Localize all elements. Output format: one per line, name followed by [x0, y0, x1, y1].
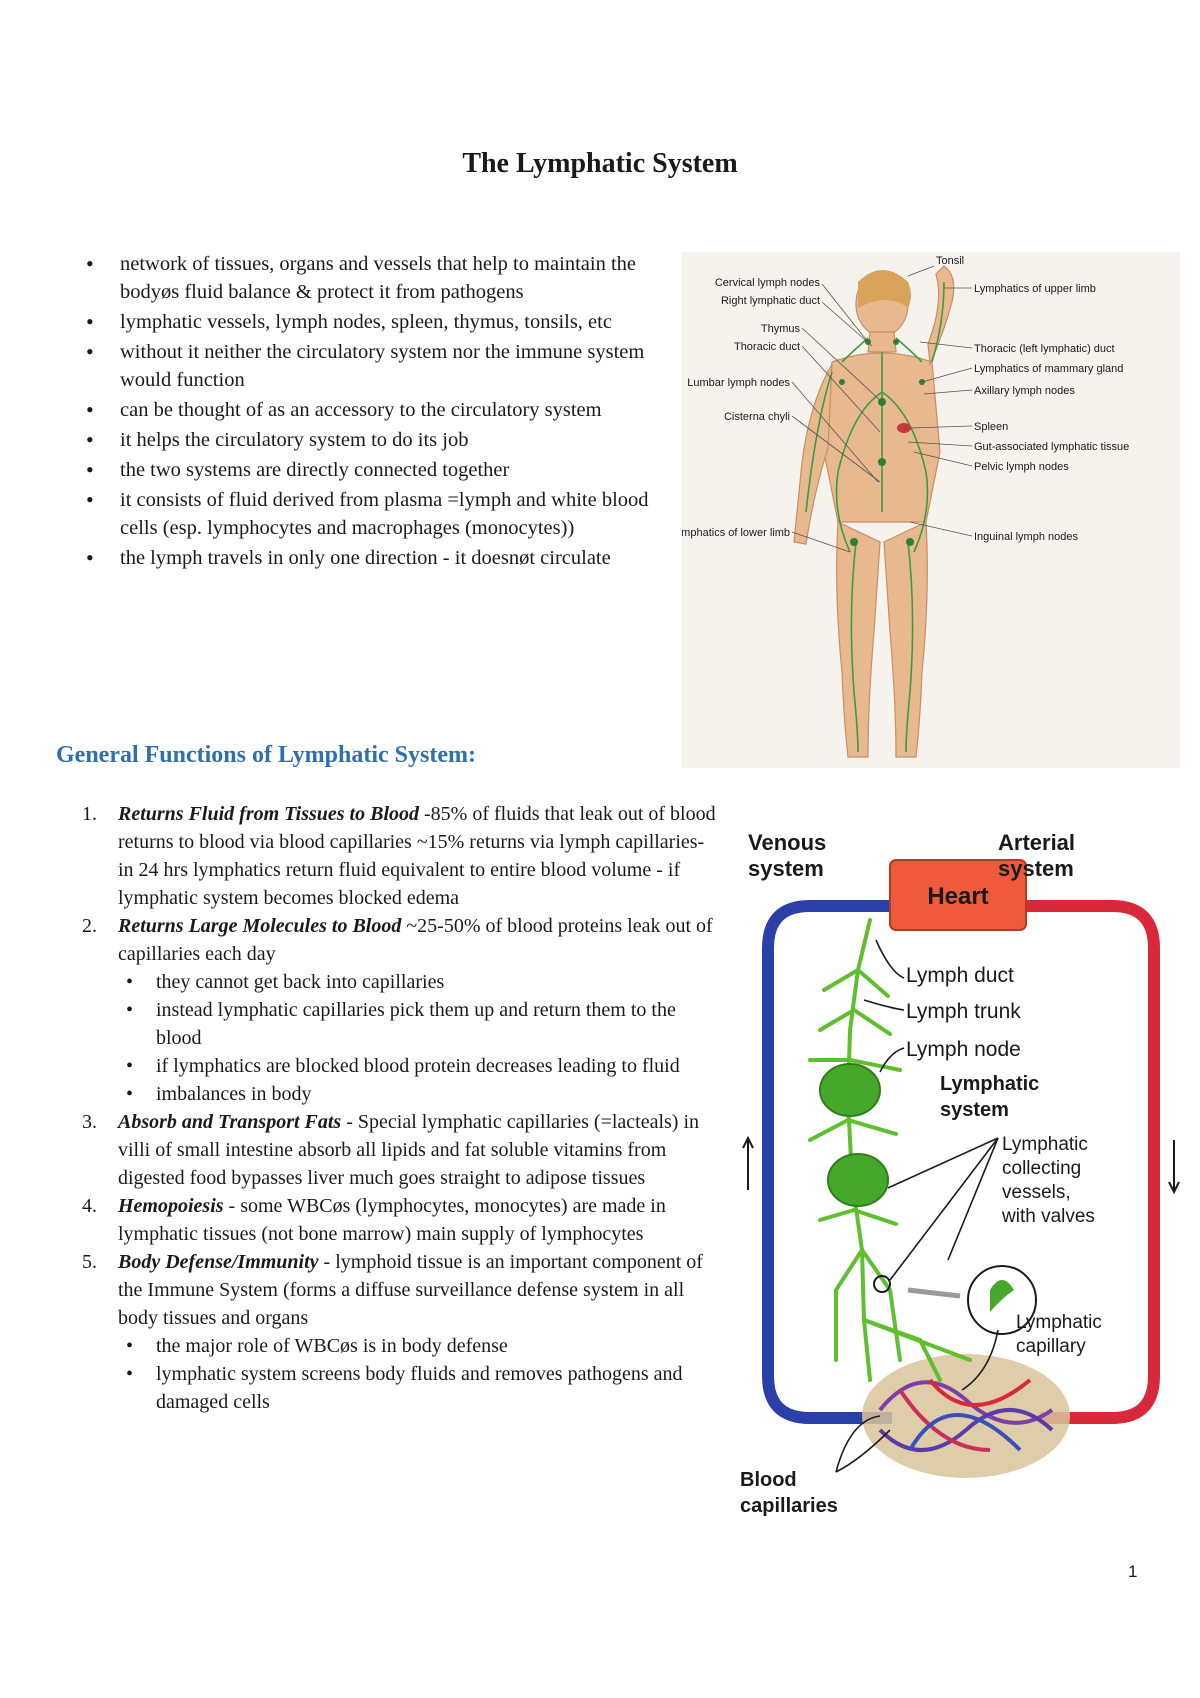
- intro-bullet: can be thought of as an accessory to the…: [78, 396, 668, 424]
- fig1-label: Thoracic duct: [734, 341, 800, 353]
- intro-bullet-list: network of tissues, organs and vessels t…: [78, 250, 668, 574]
- arterial-label: system: [998, 856, 1074, 881]
- fig1-label: Spleen: [974, 421, 1008, 433]
- intro-bullet: lymphatic vessels, lymph nodes, spleen, …: [78, 308, 668, 336]
- lymph-node-label: Lymph node: [906, 1038, 1021, 1061]
- fig1-label: Cervical lymph nodes: [715, 277, 821, 289]
- sub-bullet: they cannot get back into capillaries: [118, 968, 718, 996]
- item-text: - some WBCøs (lymphocytes, monocytes) ar…: [118, 1195, 666, 1245]
- fig1-label: Lumbar lymph nodes: [687, 377, 790, 389]
- venous-label: Venous: [748, 830, 826, 855]
- sub-bullet: the major role of WBCøs is in body defen…: [118, 1332, 718, 1360]
- sub-bullet: if lymphatics are blocked blood protein …: [118, 1052, 718, 1080]
- intro-bullet: the lymph travels in only one direction …: [78, 544, 668, 572]
- item-number: 3.: [82, 1111, 97, 1133]
- fig1-label: Inguinal lymph nodes: [974, 531, 1078, 543]
- lymphatic-system-label: Lymphatic: [940, 1073, 1039, 1095]
- function-item: 1. Returns Fluid from Tissues to Blood -…: [78, 800, 718, 912]
- item-text: -85% of fluids that leak out of blood re…: [118, 803, 716, 909]
- intro-bullet: the two systems are directly connected t…: [78, 456, 668, 484]
- item-heading: Body Defense/Immunity: [118, 1251, 319, 1273]
- section-heading: General Functions of Lymphatic System:: [56, 742, 476, 768]
- functions-list: 1. Returns Fluid from Tissues to Blood -…: [78, 800, 718, 1416]
- item-number: 5.: [82, 1251, 97, 1273]
- function-item: 2. Returns Large Molecules to Blood ~25-…: [78, 912, 718, 1108]
- fig1-label: Right lymphatic duct: [721, 295, 820, 307]
- item-text: - lymphoid tissue is an important compon…: [118, 1251, 703, 1329]
- intro-bullet: without it neither the circulatory syste…: [78, 338, 668, 394]
- collecting-vessels-label: collecting: [1002, 1158, 1081, 1179]
- page-number: 1: [1128, 1562, 1138, 1581]
- item-heading: Hemopoiesis: [118, 1195, 224, 1217]
- item-number: 4.: [82, 1195, 97, 1217]
- blood-capillaries-label: Blood: [740, 1469, 797, 1491]
- sub-list: the major role of WBCøs is in body defen…: [118, 1332, 718, 1416]
- fig1-label: Lymphatics of mammary gland: [974, 363, 1123, 375]
- sub-bullet: lymphatic system screens body fluids and…: [118, 1360, 718, 1416]
- venous-vessel: [762, 900, 920, 1424]
- heart-box: [889, 859, 1027, 931]
- fig1-label: Pelvic lymph nodes: [974, 461, 1069, 473]
- item-text: ~25-50% of blood proteins leak out of ca…: [118, 915, 713, 965]
- fig1-label: Lymphatics of lower limb: [682, 527, 790, 539]
- heart-label: Heart: [927, 883, 988, 910]
- sub-bullet: imbalances in body: [118, 1080, 718, 1108]
- function-item: 4. Hemopoiesis - some WBCøs (lymphocytes…: [78, 1192, 718, 1248]
- sub-bullet: instead lymphatic capillaries pick them …: [118, 996, 718, 1052]
- sub-list: they cannot get back into capillaries in…: [118, 968, 718, 1108]
- fig1-label: Axillary lymph nodes: [974, 385, 1075, 397]
- lymphatic-circulation-diagram: Heart Venous system Arterial: [740, 830, 1180, 1517]
- lymphatic-capillary-label: Lymphatic: [1016, 1312, 1102, 1333]
- venous-label: system: [748, 856, 824, 881]
- lymphatic-system-label: system: [940, 1099, 1009, 1121]
- item-text: - Special lymphatic capillaries (=lactea…: [118, 1111, 700, 1189]
- fig1-label: Thymus: [761, 323, 801, 335]
- function-item: 3. Absorb and Transport Fats - Special l…: [78, 1108, 718, 1192]
- fig1-label: Lymphatics of upper limb: [974, 283, 1096, 295]
- arterial-vessel: [1026, 900, 1160, 1424]
- item-heading: Returns Large Molecules to Blood: [118, 915, 402, 937]
- intro-bullet: it consists of fluid derived from plasma…: [78, 486, 668, 542]
- collecting-vessels-label: with valves: [1001, 1206, 1095, 1227]
- intro-bullet: it helps the circulatory system to do it…: [78, 426, 668, 454]
- fig1-label: Tonsil: [936, 255, 964, 267]
- blood-capillaries-label: capillaries: [740, 1495, 838, 1517]
- item-heading: Returns Fluid from Tissues to Blood: [118, 803, 419, 825]
- collecting-vessels-label: vessels,: [1002, 1182, 1071, 1203]
- function-item: 5. Body Defense/Immunity - lymphoid tiss…: [78, 1248, 718, 1416]
- item-number: 1.: [82, 803, 97, 825]
- item-number: 2.: [82, 915, 97, 937]
- intro-bullet: network of tissues, organs and vessels t…: [78, 250, 668, 306]
- fig1-label: Gut-associated lymphatic tissue: [974, 441, 1129, 453]
- item-heading: Absorb and Transport Fats: [118, 1111, 342, 1133]
- page-title: The Lymphatic System: [462, 148, 738, 179]
- arterial-label: Arterial: [998, 830, 1075, 855]
- lymph-trunk-label: Lymph trunk: [906, 1000, 1021, 1023]
- lymph-duct-label: Lymph duct: [906, 964, 1014, 987]
- fig1-label: Cisterna chyli: [724, 411, 790, 423]
- fig1-label: Thoracic (left lymphatic) duct: [974, 343, 1115, 355]
- lymphatic-capillary-label: capillary: [1016, 1336, 1086, 1357]
- lymphatic-anatomy-figure: Cervical lymph nodes Right lymphatic duc…: [682, 252, 1180, 768]
- collecting-vessels-label: Lymphatic: [1002, 1134, 1088, 1155]
